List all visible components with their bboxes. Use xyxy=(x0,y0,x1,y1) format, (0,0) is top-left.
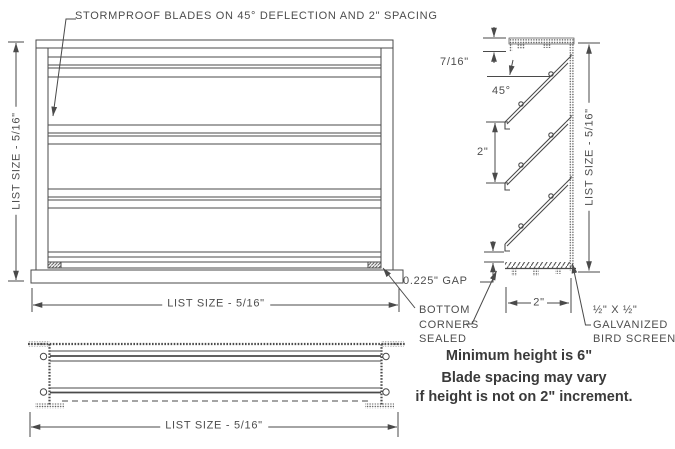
bottom-corners-leader-section xyxy=(466,270,497,325)
section-blades xyxy=(504,54,572,252)
bird-screen-line-1: ½" X ½" xyxy=(593,304,638,316)
title-note: STORMPROOF BLADES ON 45° DEFLECTION AND … xyxy=(75,10,438,22)
bird-screen-line-3: BIRD SCREEN xyxy=(593,333,675,345)
blade-spacing-dimension xyxy=(486,121,508,184)
section-height-dimension-label: LIST SIZE - 5/16" xyxy=(583,103,597,211)
front-height-dimension-label: LIST SIZE - 5/16" xyxy=(10,107,24,215)
front-view xyxy=(30,39,404,284)
blade-spacing-note-line-1: Blade spacing may vary xyxy=(441,370,607,386)
bottom-gap-dimension xyxy=(480,241,504,283)
plan-view xyxy=(28,341,405,409)
sealed-corner-right xyxy=(367,261,382,269)
bottom-corners-line-2: CORNERS xyxy=(419,318,479,331)
title-leader-line xyxy=(51,18,76,117)
section-sill-bird-screen xyxy=(505,262,576,276)
plan-width-dimension-label: LIST SIZE - 5/16" xyxy=(160,419,268,433)
blade-spacing-label: 2" xyxy=(477,146,489,158)
front-blade-lines xyxy=(48,56,381,258)
bird-screen-leader xyxy=(571,263,591,326)
bottom-gap-label: 0.225" GAP xyxy=(403,275,468,287)
bottom-corners-callout: BOTTOM CORNERS SEALED xyxy=(419,303,479,347)
head-depth-label: 7/16" xyxy=(440,56,469,68)
sealed-corner-left xyxy=(47,261,62,269)
section-back-frame xyxy=(569,44,574,271)
bird-screen-line-2: GALVANIZED xyxy=(593,318,669,331)
section-view xyxy=(504,37,576,276)
minimum-height-note: Minimum height is 6" xyxy=(445,348,593,364)
blade-spacing-note-line-2: if height is not on 2" increment. xyxy=(415,389,633,405)
front-width-dimension-label: LIST SIZE - 5/16" xyxy=(162,297,270,311)
blade-depth-dimension xyxy=(505,278,572,313)
deflection-angle-label: 45° xyxy=(492,85,511,97)
bottom-corners-line-1: BOTTOM xyxy=(419,304,471,316)
blade-spacing-note: Blade spacing may vary if height is not … xyxy=(415,369,632,407)
deflection-angle-dimension xyxy=(487,59,551,77)
bottom-corners-leader-front xyxy=(382,267,416,309)
head-depth-dimension xyxy=(483,27,506,63)
blade-depth-label: 2" xyxy=(533,296,545,309)
bottom-corners-line-3: SEALED xyxy=(419,333,467,345)
callout-leaders xyxy=(382,263,591,326)
section-head-frame xyxy=(508,37,575,52)
section-dimensions xyxy=(480,27,600,313)
bird-screen-callout: ½" X ½" GALVANIZED BIRD SCREEN xyxy=(593,303,675,347)
